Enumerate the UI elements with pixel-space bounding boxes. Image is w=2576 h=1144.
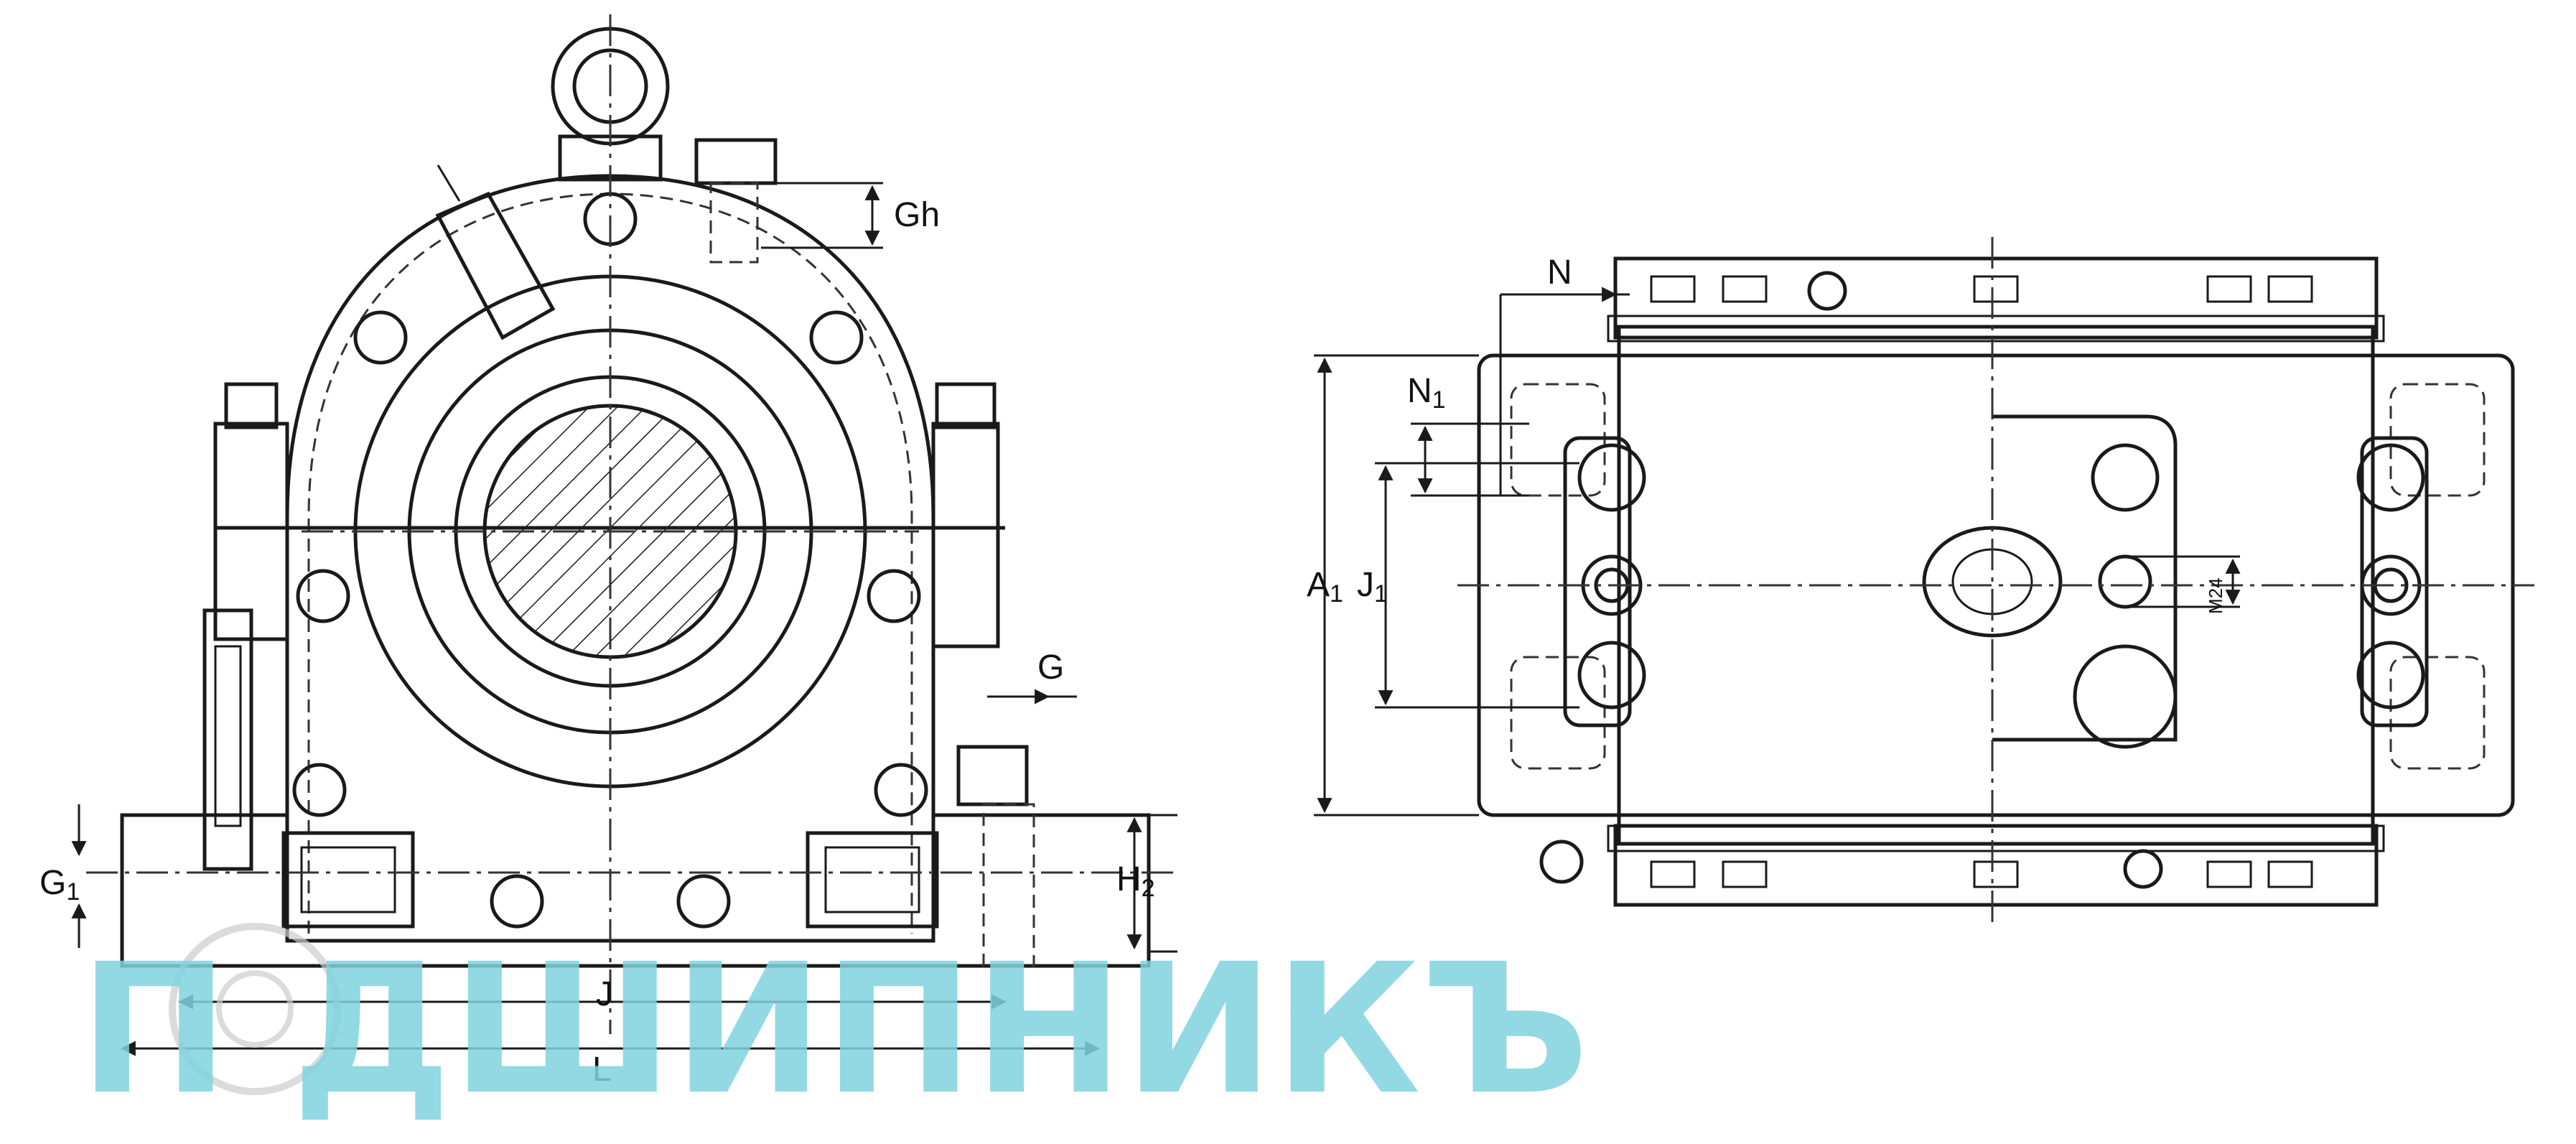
dimension-Gh: Gh — [761, 182, 940, 249]
dimension-H2: H2 — [1116, 814, 1177, 953]
label-g: G — [1037, 648, 1064, 687]
bottom-rail-upper — [1607, 824, 2385, 852]
right-bolt-nut — [935, 382, 997, 429]
dimension-M24: M24 — [2125, 555, 2241, 614]
label-j: J — [596, 975, 613, 1013]
dimension-A1: A1 — [1307, 354, 1479, 817]
top-plug-shaft — [709, 182, 759, 264]
dimension-N: N — [1499, 254, 1630, 496]
top-plug — [694, 138, 778, 185]
label-n1: N1 — [1407, 372, 1446, 414]
knurled-plug-top — [2073, 644, 2178, 749]
dimension-J: J — [177, 975, 1007, 1013]
bottom-rail — [1613, 824, 2379, 907]
right-bolt-column — [931, 422, 1000, 648]
top-view: N N1 A1 J1 M24 — [1307, 237, 2534, 926]
label-g1: G1 — [39, 864, 80, 906]
label-m24: M24 — [2205, 577, 2226, 614]
label-l: L — [592, 1051, 612, 1089]
front-view: Gh G G1 H2 J L — [39, 14, 1177, 1089]
center-cover — [1992, 414, 2178, 742]
m24-hole — [2098, 554, 2152, 609]
watermark-text: П ДШИПНИКЪ — [79, 925, 1590, 1134]
right-foot-pad — [806, 831, 939, 929]
left-foot-pad-inner — [300, 846, 396, 913]
drain-pipe — [982, 803, 1035, 967]
drain-nut — [956, 745, 1029, 806]
dimension-L: L — [120, 1041, 1101, 1089]
label-j1: J1 — [1357, 566, 1388, 608]
watermark-logo: П ДШИПНИКЪ — [79, 923, 1590, 1134]
mounting-slots — [1510, 383, 2486, 770]
left-bolt-column — [213, 422, 289, 641]
oil-sight-glass — [202, 608, 253, 871]
inclined-tube — [435, 191, 556, 340]
label-h2: H2 — [1116, 860, 1155, 902]
label-gh: Gh — [894, 196, 940, 234]
left-foot-pad — [281, 831, 415, 929]
top-rail-lower — [1607, 315, 2385, 343]
tube-tip — [437, 164, 461, 202]
dimension-G: G — [987, 648, 1077, 704]
dimension-N1: N1 — [1407, 372, 1529, 497]
label-n: N — [1547, 254, 1572, 292]
label-a1: A1 — [1307, 566, 1343, 608]
left-bolt-nut — [224, 382, 279, 429]
mounting-bolts — [1577, 443, 2425, 710]
rail-bolts — [1539, 271, 2313, 889]
bolt-holes — [292, 192, 928, 929]
watermark-bearing-icon — [169, 923, 341, 1095]
dimension-J1: J1 — [1357, 462, 1579, 709]
top-vent-plug — [2091, 443, 2160, 512]
dimension-G1: G1 — [39, 804, 87, 948]
oil-sight-window — [214, 645, 242, 827]
right-foot-pad-inner — [824, 846, 920, 913]
